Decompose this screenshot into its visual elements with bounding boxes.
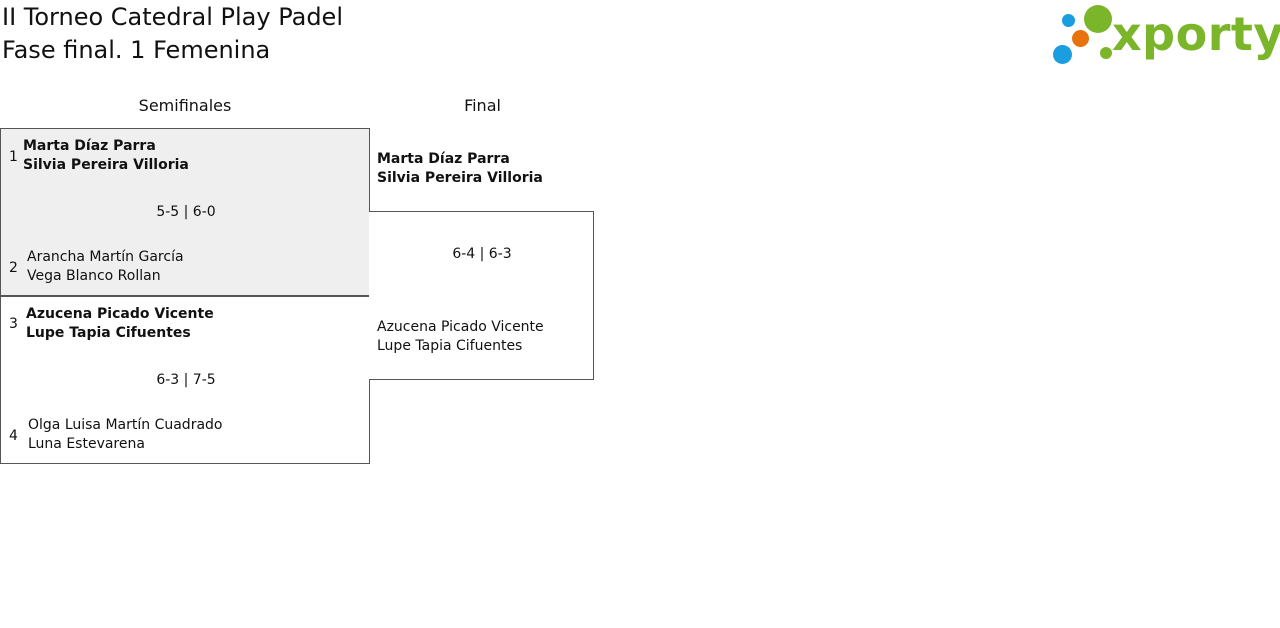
player-name: Silvia Pereira Villoria	[377, 170, 543, 186]
tournament-phase: Fase final. 1 Femenina	[2, 36, 271, 64]
player-name: Azucena Picado Vicente	[26, 306, 214, 322]
player-name: Olga Luisa Martín Cuadrado	[28, 417, 223, 433]
final-match[interactable]	[369, 211, 594, 380]
team-winner: Marta Díaz Parra Silvia Pereira Villoria	[23, 137, 189, 175]
player-name: Vega Blanco Rollan	[27, 268, 161, 284]
team-seed: 4	[9, 428, 18, 444]
xporty-logo[interactable]: xporty	[1050, 2, 1280, 68]
round-heading-final: Final	[464, 96, 501, 115]
semifinal-match-2[interactable]: 3 Azucena Picado Vicente Lupe Tapia Cifu…	[0, 296, 370, 464]
logo-dot-green-large	[1084, 5, 1112, 33]
team-winner: Azucena Picado Vicente Lupe Tapia Cifuen…	[26, 305, 214, 343]
team-seed: 3	[9, 316, 18, 332]
logo-wordmark: xporty	[1112, 7, 1280, 61]
team-loser: Arancha Martín García Vega Blanco Rollan	[27, 248, 184, 286]
round-heading-semifinals: Semifinales	[138, 96, 232, 115]
player-name: Marta Díaz Parra	[377, 151, 510, 167]
player-name: Lupe Tapia Cifuentes	[26, 325, 191, 341]
final-runner-up-team: Azucena Picado Vicente Lupe Tapia Cifuen…	[377, 318, 544, 356]
player-name: Lupe Tapia Cifuentes	[377, 338, 523, 354]
logo-dot-blue-large	[1053, 45, 1072, 64]
player-name: Silvia Pereira Villoria	[23, 157, 189, 173]
semifinal-match-1[interactable]: 1 Marta Díaz Parra Silvia Pereira Villor…	[0, 128, 370, 296]
match-score: 5-5 | 6-0	[156, 204, 216, 220]
player-name: Marta Díaz Parra	[23, 138, 156, 154]
player-name: Luna Estevarena	[28, 436, 145, 452]
team-seed: 2	[9, 260, 18, 276]
player-name: Azucena Picado Vicente	[377, 319, 544, 335]
logo-dot-orange	[1072, 30, 1089, 47]
final-score: 6-4 | 6-3	[452, 246, 512, 262]
tournament-title: II Torneo Catedral Play Padel	[2, 3, 343, 31]
final-winner-team: Marta Díaz Parra Silvia Pereira Villoria	[377, 150, 543, 188]
logo-dot-blue-small	[1062, 14, 1075, 27]
team-loser: Olga Luisa Martín Cuadrado Luna Estevare…	[28, 416, 222, 454]
team-seed: 1	[9, 149, 18, 165]
player-name: Arancha Martín García	[27, 249, 184, 265]
match-score: 6-3 | 7-5	[156, 372, 216, 388]
logo-dot-green-small	[1100, 47, 1112, 59]
